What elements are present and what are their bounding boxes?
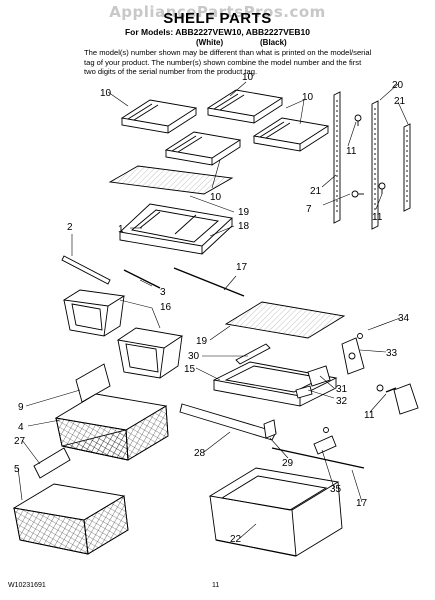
color-white-label: (White) [196, 38, 224, 47]
models-line: For Models: ABB2227VEW10, ABB2227VEB10 [124, 27, 311, 37]
bar-17-lower [271, 447, 365, 469]
callout-label: 22 [230, 534, 242, 545]
callout-label: 10 [242, 72, 254, 83]
callout-label: 18 [238, 221, 250, 232]
watermark: AppliancePartsPros.com [109, 3, 326, 21]
callout-label: 11 [364, 410, 375, 421]
support-bracket-lower [376, 383, 419, 415]
rail-center [371, 100, 379, 230]
callout-label: 20 [392, 80, 404, 91]
screw [378, 182, 386, 194]
callout-layer: 10 10 10 10 20 21 11 21 7 11 19 18 1 2 1… [14, 72, 410, 545]
rail-right [403, 123, 411, 212]
wire-basket-upper [54, 393, 169, 461]
callout-label: 35 [330, 484, 342, 495]
callout-label: 5 [14, 464, 20, 475]
callout-label: 27 [14, 436, 26, 447]
callout-label: 30 [188, 351, 200, 362]
deli-drawer [208, 467, 343, 557]
callout-label: 33 [386, 348, 398, 359]
screw [351, 190, 364, 198]
color-black-label: (Black) [260, 38, 287, 47]
shelf-upper-left [120, 99, 198, 134]
bar-17-upper [173, 267, 245, 297]
deli-bracket [235, 343, 271, 365]
callout-label: 3 [160, 287, 166, 298]
callout-label: 31 [336, 384, 348, 395]
glass-shelf-upper [108, 165, 234, 195]
callout-label: 15 [184, 364, 196, 375]
callout-label: 16 [160, 302, 172, 313]
crisper-cover-frame [119, 203, 233, 255]
callout-label: 10 [100, 88, 112, 99]
divider-rod [123, 269, 161, 289]
callout-label: 1 [118, 224, 124, 235]
doc-number: W10231691 [8, 582, 46, 589]
crisper-pan-upper [62, 289, 126, 337]
callout-label: 19 [196, 336, 208, 347]
page-title: SHELF PARTS [163, 10, 272, 27]
callout-label: 10 [210, 192, 222, 203]
callout-label: 34 [398, 313, 410, 324]
callout-label: 11 [346, 146, 357, 157]
callout-label: 2 [67, 222, 73, 233]
shelf-middle-right [252, 117, 330, 152]
callout-label: 4 [18, 422, 24, 433]
glass-shelf-lower [224, 301, 346, 339]
hinge-bracket [313, 427, 337, 455]
drawer-trim [179, 403, 277, 441]
screw [354, 114, 362, 126]
wire-basket-lower [12, 483, 129, 555]
callout-label: 32 [336, 396, 348, 407]
callout-label: 21 [394, 96, 406, 107]
callout-label: 29 [282, 458, 294, 469]
callout-label: 17 [236, 262, 248, 273]
drawer-slide [307, 365, 331, 387]
page-number: 11 [212, 582, 220, 589]
support-bracket-upper [341, 333, 365, 375]
callout-label: 10 [302, 92, 314, 103]
rail-left [333, 91, 341, 224]
shelf-upper-right [206, 89, 284, 124]
callout-label: 11 [372, 212, 383, 223]
trim-bracket [263, 419, 277, 439]
callout-label: 21 [310, 186, 322, 197]
slide-clip [295, 385, 313, 399]
basket-handle [33, 447, 71, 479]
shelf-middle-left [164, 131, 242, 166]
callout-label: 17 [356, 498, 368, 509]
callout-label: 19 [238, 207, 250, 218]
callout-label: 28 [194, 448, 206, 459]
callout-label: 9 [18, 402, 24, 413]
crisper-pan-lower [116, 327, 184, 379]
model-notice: The model(s) number shown may be differe… [84, 48, 372, 77]
callout-label: 7 [306, 204, 312, 215]
trim-rod [61, 255, 111, 285]
bin-divider [75, 363, 111, 403]
